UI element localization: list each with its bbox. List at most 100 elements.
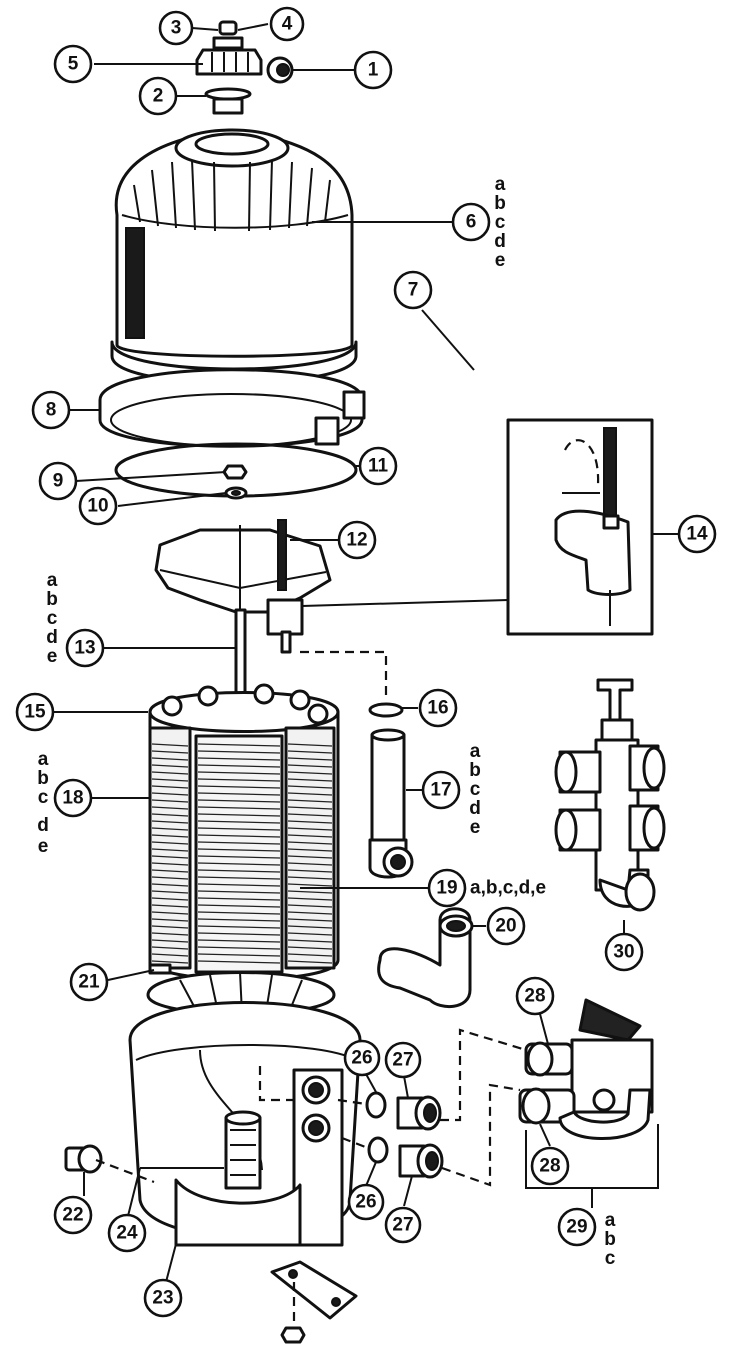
variant-29-b: b [604,1229,616,1250]
pleat-line [197,792,281,796]
pleat-line [197,785,281,789]
callout-13-label: 13 [74,638,95,659]
pleat-line [197,911,281,915]
callout-5-label: 5 [68,54,79,75]
pleat-line [287,757,333,761]
pleat-line [287,827,333,831]
pleat-line [197,778,281,782]
pleat-line [287,911,333,915]
callout-8: 8 [31,390,71,430]
variant-letters-18: a b c d e [37,749,49,857]
pleat-line [197,813,281,817]
pleat-line [287,792,333,796]
pleat-line [151,855,189,859]
callout-9-label: 9 [53,471,64,492]
tank-lid [110,128,358,385]
pleat-line [151,792,189,796]
callout-14: 14 [677,514,717,554]
callout-13: 13 [65,628,105,668]
pleat-line [287,918,333,922]
filter-cartridge-pleats [151,743,333,964]
pleat-line [197,939,281,943]
pleat-line [151,904,189,908]
pleat-line [151,876,189,880]
assembly-paths [95,650,527,1326]
variant-18-e: e [38,836,49,857]
pleat-line [197,904,281,908]
callout-24-label: 24 [116,1223,138,1244]
variant-6-a: a [495,174,506,195]
callout-4: 4 [269,6,305,42]
pleat-line [287,764,333,768]
callout-29-label: 29 [566,1217,587,1238]
callout-26-upper: 26 [343,1039,381,1077]
callout-27-lower: 27 [384,1206,422,1244]
callout-2-label: 2 [153,86,164,107]
pleat-line [197,883,281,887]
pleat-line [151,890,189,894]
callout-17-label: 17 [430,780,451,801]
variant-18-a: a [38,749,49,770]
variant-letters-19: a,b,c,d,e [470,878,546,899]
callout-23-label: 23 [152,1288,173,1309]
callout-11-label: 11 [368,456,389,477]
pleat-line [151,764,189,768]
callout-3: 3 [158,10,194,46]
variant-13-d: d [46,627,58,648]
pleat-line [197,869,281,873]
pleat-line [151,869,189,873]
pleat-line [287,806,333,810]
multiport-valve [518,998,654,1140]
callout-1: 1 [353,50,393,90]
pleat-line [197,932,281,936]
callout-28-lower-label: 28 [539,1156,560,1177]
variant-29-c: c [605,1248,616,1269]
variant-18-b: b [37,768,49,789]
variant-13-b: b [46,589,58,610]
callout-24: 24 [107,1213,147,1253]
callout-12-label: 12 [346,530,367,551]
callout-6: 6 [451,202,491,242]
air-relief-valve-assembly [195,20,294,115]
pleat-line [197,855,281,859]
callout-27-upper: 27 [384,1041,422,1079]
pleat-line [197,876,281,880]
callout-2: 2 [138,76,178,116]
callout-22: 22 [53,1195,93,1235]
pleat-line [197,953,281,957]
drain-plug [64,1144,103,1174]
variant-17-b: b [469,760,481,781]
leader-lines [54,23,678,1283]
pleat-line [151,778,189,782]
callout-28-upper: 28 [515,976,555,1016]
pleat-line [197,834,281,838]
pleat-line [151,806,189,810]
callout-15-label: 15 [24,702,46,723]
variant-18-d: d [37,815,49,836]
internal-strainer [224,1110,262,1190]
variant-13-a: a [47,570,58,591]
callout-26-lower: 26 [347,1183,385,1221]
pleat-line [151,960,189,964]
pleat-line [287,932,333,936]
variant-letters-13: a b c d e [46,570,58,667]
variant-letters-6: a b c d e [494,174,506,271]
pleat-line [151,911,189,915]
variant-6-d: d [494,231,506,252]
callout-28-upper-label: 28 [524,986,545,1007]
callout-10-label: 10 [87,496,108,517]
pleat-line [197,848,281,852]
pleat-line [197,841,281,845]
variant-18-c: c [38,787,49,808]
callout-16-label: 16 [427,698,448,719]
pleat-line [287,897,333,901]
callout-19-label: 19 [436,878,457,899]
pleat-line [287,834,333,838]
variant-6-b: b [494,193,506,214]
pleat-line [287,799,333,803]
callout-6-label: 6 [466,212,477,233]
variant-letters-17: a b c d e [469,741,481,838]
pleat-line [287,939,333,943]
pleat-line [287,785,333,789]
callout-26-lower-label: 26 [355,1192,376,1213]
